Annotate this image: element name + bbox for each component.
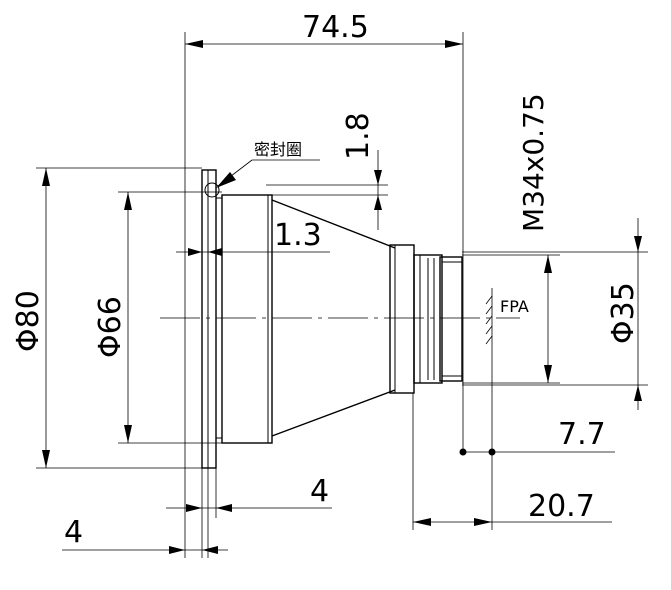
dim-thread: M34x0.75 xyxy=(517,93,552,383)
dim-diameter-outer: Φ80 xyxy=(11,168,50,468)
dim-20-7: 20.7 xyxy=(528,489,595,524)
dim-flange-4b: 4 xyxy=(62,515,228,554)
dim-1-8: 1.8 xyxy=(341,112,376,160)
label-fpa: FPA xyxy=(500,297,529,316)
dim-phi-80: Φ80 xyxy=(11,290,46,352)
seal-ring-callout: 密封圈 xyxy=(216,140,320,188)
fpa-plane: FPA xyxy=(485,288,529,530)
dim-flange-step: 1.3 xyxy=(176,218,330,256)
cone-top xyxy=(271,199,396,249)
dim-77: 7.7 xyxy=(459,417,615,456)
flange-plate xyxy=(201,169,217,469)
dim-diameter-thread: Φ35 xyxy=(606,218,642,410)
cone-bottom xyxy=(271,389,396,437)
dim-seal-groove: 1.8 xyxy=(341,112,382,230)
dim-overall-length: 74.5 xyxy=(185,10,463,48)
label-seal-ring: 密封圈 xyxy=(254,140,302,159)
dim-m34: M34x0.75 xyxy=(517,93,550,232)
dim-phi-66: Φ66 xyxy=(93,296,128,358)
dim-4-b: 4 xyxy=(64,515,83,550)
dim-74-5: 74.5 xyxy=(302,10,369,45)
lens-body xyxy=(201,169,463,469)
extension-lines xyxy=(36,32,648,558)
dim-207: 20.7 xyxy=(413,489,612,526)
dim-1-3: 1.3 xyxy=(274,218,322,253)
thread-section xyxy=(413,254,443,384)
collar xyxy=(389,244,415,394)
dim-diameter-inner: Φ66 xyxy=(93,192,132,443)
dim-flange-4a: 4 xyxy=(166,474,332,512)
body-cylinder xyxy=(221,194,273,444)
dim-phi-35: Φ35 xyxy=(606,282,641,344)
dim-7-7: 7.7 xyxy=(558,417,606,452)
thread-end xyxy=(439,256,463,382)
seal-ring xyxy=(204,182,220,198)
dim-4-a: 4 xyxy=(310,474,329,509)
